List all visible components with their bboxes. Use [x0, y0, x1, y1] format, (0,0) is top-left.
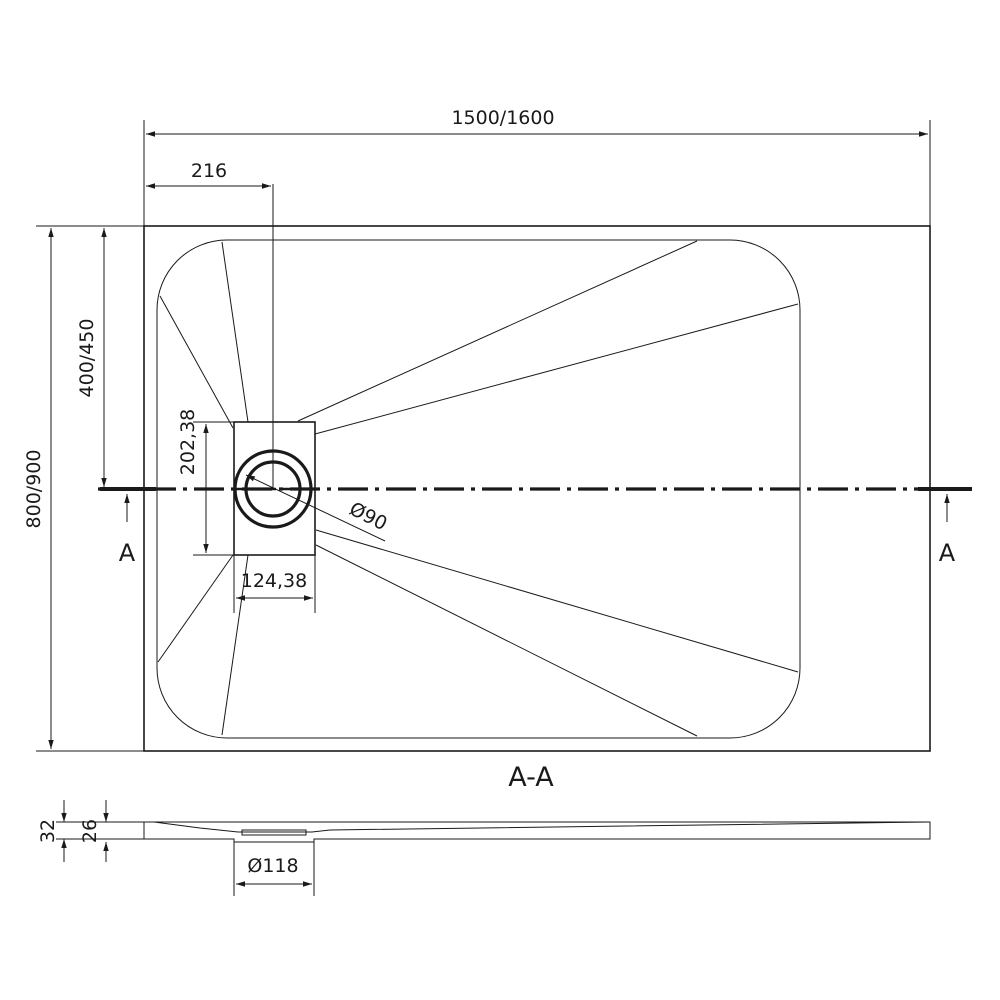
- overall-length-label: 1500/1600: [451, 107, 554, 129]
- outlet-diameter-label: Ø118: [247, 855, 298, 877]
- diameter-leader: [245, 474, 386, 542]
- drain-offset-y-label: 400/450: [76, 319, 98, 398]
- drain-box-height-label: 202,38: [177, 409, 199, 475]
- plan-view: Ø90: [98, 184, 972, 752]
- total-height-label: 32: [37, 819, 59, 843]
- drain-diameter-label: Ø90: [346, 498, 391, 535]
- slope-lines: [157, 240, 799, 737]
- section-marker-right-label: A: [939, 539, 956, 567]
- drain-offset-x-label: 216: [191, 160, 227, 182]
- dimension-lines: [36, 120, 931, 752]
- tray-height-label: 26: [79, 819, 101, 843]
- drain-box-width-label: 124,38: [241, 570, 307, 592]
- basin-surface: [153, 821, 931, 833]
- section-view: [143, 821, 931, 843]
- section-marker-left: A: [100, 487, 156, 567]
- section-dimension-lines: [56, 800, 315, 896]
- section-marker-right: A: [918, 487, 972, 567]
- section-view-title: A-A: [508, 762, 554, 793]
- outlet-recess: [241, 829, 307, 836]
- section-marker-left-label: A: [119, 539, 136, 567]
- drain-outer-ring: [233, 449, 313, 529]
- overall-width-label: 800/900: [23, 450, 45, 529]
